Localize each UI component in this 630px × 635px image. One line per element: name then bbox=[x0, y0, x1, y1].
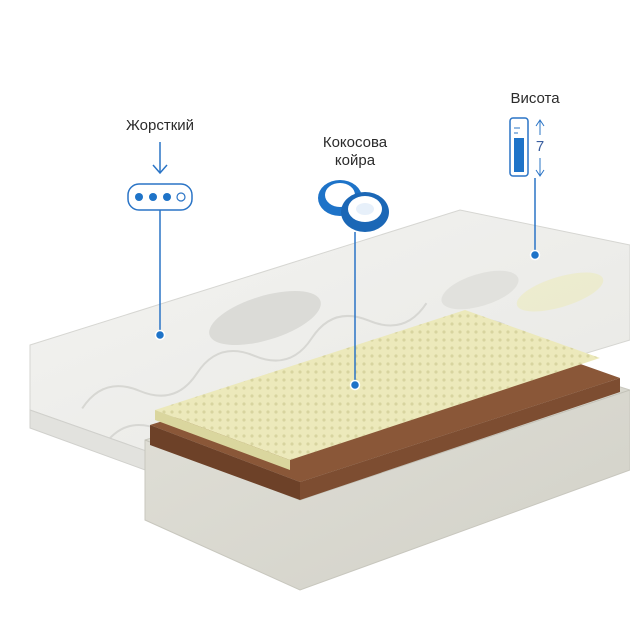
coconut-coir-label: Кокосова койра bbox=[322, 134, 388, 169]
coconut-icon bbox=[318, 180, 389, 232]
height-gauge-icon bbox=[509, 117, 545, 177]
callout-lines bbox=[154, 178, 541, 391]
mattress-layers bbox=[144, 310, 630, 591]
firmness-label: Жорсткий bbox=[125, 117, 195, 134]
height-label: Висота bbox=[510, 90, 560, 107]
firmness-scale-icon bbox=[127, 142, 193, 211]
height-value: 7 bbox=[535, 138, 545, 155]
